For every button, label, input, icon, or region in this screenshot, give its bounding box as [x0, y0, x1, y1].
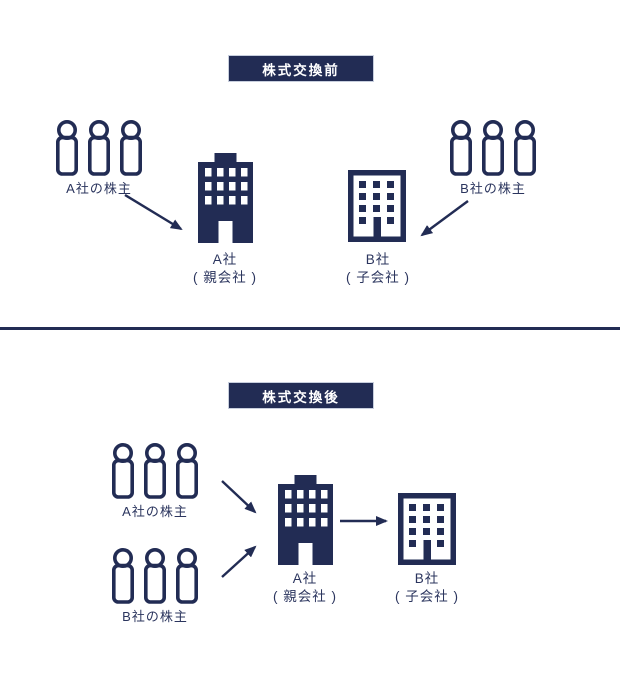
- shareholders-b-group-icon: [450, 120, 536, 176]
- company-a-role: ( 親会社 ): [193, 270, 257, 285]
- after-shareholders-b-label: B社の株主: [122, 609, 188, 624]
- shareholders-a-group-icon: [56, 120, 142, 176]
- arrow-shareholders-b-to-company-b: [420, 200, 469, 237]
- after-company-a-label: A社 ( 親会社 ): [245, 570, 365, 606]
- after-shareholders-b-group-icon: [112, 548, 198, 604]
- company-b-label: B社 ( 子会社 ): [318, 251, 438, 287]
- company-a-building-icon: [198, 153, 253, 243]
- company-a-label: A社 ( 親会社 ): [165, 251, 285, 287]
- after-company-b-role: ( 子会社 ): [395, 589, 459, 604]
- company-b-role: ( 子会社 ): [346, 270, 410, 285]
- arrow-after-shareholders-a-to-company-a: [221, 480, 257, 514]
- after-company-a-name: A社: [292, 571, 318, 586]
- after-company-b-building-icon: [398, 493, 456, 565]
- section-divider: [0, 327, 620, 330]
- after-company-a-role: ( 親会社 ): [273, 589, 337, 604]
- company-b-name: B社: [365, 252, 391, 267]
- after-shareholders-a-label: A社の株主: [122, 504, 188, 519]
- after-company-b-name: B社: [414, 571, 440, 586]
- after-company-b-label: B社 ( 子会社 ): [367, 570, 487, 606]
- shareholders-a-label: A社の株主: [66, 181, 132, 196]
- shareholders-b-label: B社の株主: [460, 181, 526, 196]
- company-a-name: A社: [212, 252, 238, 267]
- company-b-building-icon: [348, 170, 406, 242]
- after-shareholders-a-group-icon: [112, 443, 198, 499]
- arrow-shareholders-a-to-company-a: [124, 193, 183, 231]
- after-section-title: 株式交換後: [228, 382, 374, 409]
- before-section-title: 株式交換前: [228, 55, 374, 82]
- after-company-a-building-icon: [278, 475, 333, 565]
